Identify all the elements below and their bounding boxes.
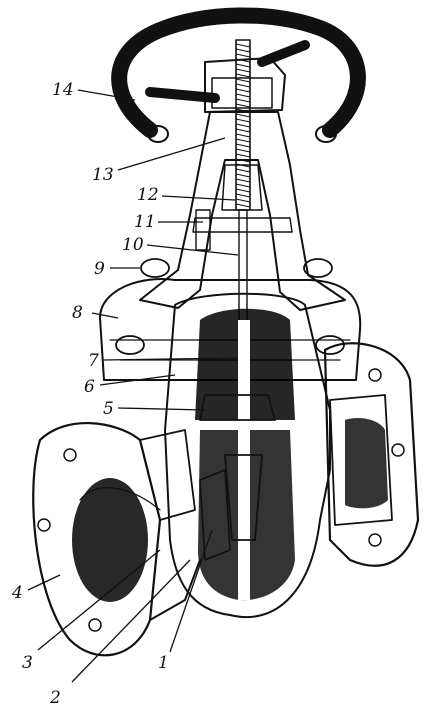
- bolts: [115, 258, 345, 355]
- stem-thread: [235, 78, 251, 83]
- callout-11: 11: [134, 212, 156, 232]
- stem-thread: [235, 98, 251, 103]
- leader-6: [99, 374, 176, 386]
- leader-1: [169, 529, 213, 653]
- stem-thread: [235, 173, 251, 178]
- stem-thread: [235, 118, 251, 123]
- stem-thread: [235, 83, 251, 88]
- callout-1: 1: [158, 653, 169, 673]
- leader-4: [27, 574, 61, 591]
- stem-thread: [235, 193, 251, 198]
- stem-thread: [235, 123, 251, 128]
- leader-7: [102, 357, 239, 361]
- callout-14: 14: [52, 80, 74, 100]
- handwheel-hub: [204, 57, 286, 113]
- callout-4: 4: [11, 583, 23, 603]
- stem-thread: [235, 88, 251, 93]
- valve-body: [164, 292, 331, 619]
- stem-thread: [235, 58, 251, 63]
- callout-13: 13: [92, 165, 114, 185]
- stem-thread: [235, 153, 251, 158]
- stem-thread: [235, 73, 251, 78]
- stem-thread: [235, 48, 251, 53]
- stem-thread: [235, 203, 251, 208]
- leader-2: [71, 559, 191, 683]
- leader-12: [161, 195, 236, 201]
- leader-3: [37, 549, 161, 651]
- stem-thread: [235, 103, 251, 108]
- stem-thread: [235, 198, 251, 203]
- stem-thread: [235, 148, 251, 153]
- leader-lines: [27, 89, 239, 683]
- leader-8: [91, 312, 119, 319]
- stem-thread: [235, 183, 251, 188]
- callout-9: 9: [94, 259, 105, 279]
- bonnet: [139, 111, 346, 311]
- callout-6: 6: [84, 377, 95, 397]
- callout-10: 10: [122, 235, 144, 255]
- callout-5: 5: [103, 399, 114, 419]
- stem-thread: [235, 53, 251, 58]
- outlet-flange: [323, 342, 420, 567]
- leader-5: [117, 407, 206, 411]
- leader-10: [146, 244, 239, 256]
- callout-3: 3: [22, 653, 33, 673]
- stem-thread: [235, 178, 251, 183]
- callout-7: 7: [88, 351, 99, 371]
- inlet-flange: [32, 421, 201, 657]
- stem-thread: [235, 168, 251, 173]
- callout-12: 12: [137, 185, 159, 205]
- stem-thread: [235, 143, 251, 148]
- stem-thread: [235, 68, 251, 73]
- callout-8: 8: [72, 303, 83, 323]
- stem-thread: [235, 188, 251, 193]
- stem-thread: [235, 93, 251, 98]
- stem-thread: [235, 113, 251, 118]
- stem-thread: [235, 63, 251, 68]
- callout-2: 2: [49, 688, 61, 708]
- callout-labels: 1 2 3 4 5 6 7 8 9 10 11 12 13 14: [11, 80, 169, 708]
- stem-thread: [235, 138, 251, 143]
- stem-thread: [235, 128, 251, 133]
- gate-wedge: [199, 394, 276, 561]
- stem-thread: [235, 133, 251, 138]
- stem-thread: [235, 43, 251, 48]
- leader-13: [117, 137, 226, 171]
- leader-14: [77, 89, 136, 101]
